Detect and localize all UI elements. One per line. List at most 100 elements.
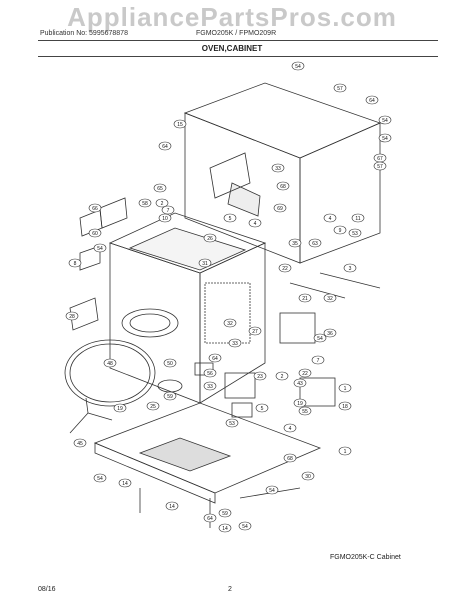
callout-label: 33 <box>275 166 281 172</box>
callout-label: 36 <box>327 331 333 337</box>
callout-bubble <box>238 521 252 531</box>
callout-bubble <box>163 391 177 401</box>
callout-label: 5 <box>261 406 264 412</box>
callout-bubble <box>283 423 297 433</box>
watermark-logo: AppliancePartsPros.com <box>67 2 397 32</box>
callout-label: 48 <box>107 361 113 367</box>
callout-label: 22 <box>302 371 308 377</box>
callout-bubble <box>276 181 290 191</box>
callout-label: 54 <box>295 64 301 70</box>
callout-label: 60 <box>92 231 98 237</box>
callout-label: 14 <box>222 526 228 532</box>
callout-label: 8 <box>74 261 77 267</box>
diagram-caption: FGMO205K-C Cabinet <box>330 554 401 561</box>
callout-bubble <box>323 213 337 223</box>
callout-label: 2 <box>281 374 284 380</box>
callout-label: 9 <box>339 228 342 234</box>
callout-bubble <box>298 406 312 416</box>
callout-bubble <box>208 353 222 363</box>
callout-bubble <box>118 478 132 488</box>
callout-bubble <box>203 368 217 378</box>
callout-label: 54 <box>269 488 275 494</box>
callout-bubble <box>65 311 79 321</box>
callout-bubble <box>253 371 267 381</box>
callout-label: 23 <box>257 374 263 380</box>
callout-bubble <box>218 508 232 518</box>
callout-bubble <box>351 213 365 223</box>
callout-bubble <box>223 318 237 328</box>
callout-bubble <box>93 243 107 253</box>
callout-label: 54 <box>317 336 323 342</box>
callout-bubble <box>288 238 302 248</box>
callout-label: 31 <box>202 261 208 267</box>
oven-cavity <box>108 212 267 404</box>
side-brackets <box>69 152 251 331</box>
callout-label: 21 <box>302 296 308 302</box>
callout-label: 4 <box>329 216 332 222</box>
callout-label: 58 <box>142 201 148 207</box>
callout-label: 27 <box>252 329 258 335</box>
callout-label: 53 <box>229 421 235 427</box>
callout-bubble <box>373 161 387 171</box>
callout-bubble <box>153 183 167 193</box>
footer-date: 08/16 <box>38 586 56 593</box>
callout-label: 65 <box>157 186 163 192</box>
callout-bubble <box>298 293 312 303</box>
callout-label: 55 <box>302 409 308 415</box>
callout-label: 64 <box>162 144 168 150</box>
callout-bubble <box>338 383 352 393</box>
callout-label: 2 <box>161 201 164 207</box>
callout-bubble <box>158 213 172 223</box>
callout-bubble <box>313 333 327 343</box>
callout-label: 35 <box>292 241 298 247</box>
title-rule <box>38 56 438 57</box>
callout-label: 26 <box>207 236 213 242</box>
callout-label: 7 <box>167 208 170 214</box>
publication-number: Publication No: 5995678878 <box>40 30 128 37</box>
callout-label: 33 <box>207 384 213 390</box>
callout-bubble <box>113 403 127 413</box>
callout-bubble <box>225 418 239 428</box>
callout-label: 14 <box>122 481 128 487</box>
callout-bubble <box>163 358 177 368</box>
callout-label: 19 <box>117 406 123 412</box>
callout-label: 45 <box>77 441 83 447</box>
callout-label: 33 <box>232 341 238 347</box>
callout-bubble <box>248 218 262 228</box>
callout-label: 7 <box>317 358 320 364</box>
callout-label: 57 <box>337 86 343 92</box>
callout-label: 50 <box>167 361 173 367</box>
callout-bubble <box>301 471 315 481</box>
callout-bubble <box>293 378 307 388</box>
callout-label: 54 <box>382 118 388 124</box>
callout-bubble <box>73 438 87 448</box>
callout-bubble <box>323 293 337 303</box>
callout-label: 59 <box>167 394 173 400</box>
callout-bubble <box>146 401 160 411</box>
callout-label: 59 <box>222 511 228 517</box>
callout-label: 3 <box>349 266 352 272</box>
base-plate <box>93 402 322 504</box>
callout-bubble <box>338 401 352 411</box>
callout-bubble <box>88 203 102 213</box>
callout-bubble <box>158 141 172 151</box>
callout-bubble <box>348 228 362 238</box>
header-rule <box>38 40 438 41</box>
glass-turntable-tray <box>64 339 156 407</box>
callout-label: 18 <box>342 404 348 410</box>
callout-label: 1 <box>344 386 347 392</box>
callout-bubble <box>68 258 82 268</box>
callout-bubble <box>271 163 285 173</box>
callout-label: 28 <box>69 314 75 320</box>
magnetron-transformer <box>224 272 381 407</box>
callout-bubble <box>173 119 187 129</box>
callout-bubble <box>323 328 337 338</box>
roller-support <box>69 397 113 434</box>
callout-bubble <box>155 198 169 208</box>
callout-label: 69 <box>277 206 283 212</box>
callout-label: 22 <box>282 266 288 272</box>
callout-label: 57 <box>377 164 383 170</box>
callout-bubble <box>88 228 102 238</box>
callout-bubble <box>275 371 289 381</box>
